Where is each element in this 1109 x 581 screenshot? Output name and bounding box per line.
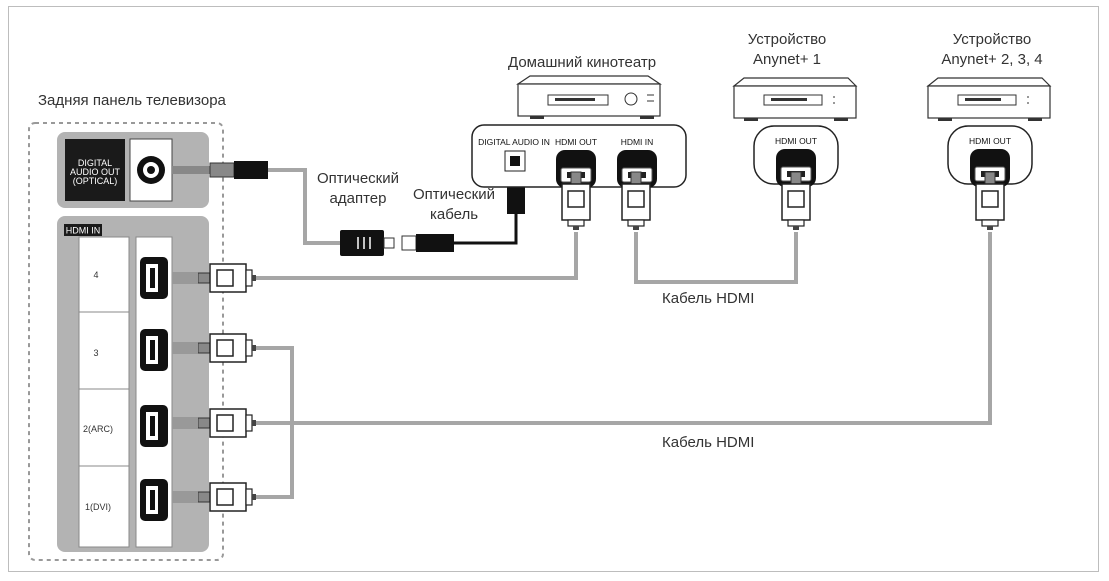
hdmi-port-4-label: 4 xyxy=(93,270,98,280)
optical-port-label-line-1: DIGITAL xyxy=(78,158,112,168)
anynet-1-title: Устройство Anynet+ 1 xyxy=(728,31,846,68)
home-theater-device xyxy=(516,75,662,119)
ht-hdmi-out-label: HDMI OUT xyxy=(555,137,597,147)
anynet-1-device: HDMI OUT xyxy=(732,77,858,188)
optical-cable-label: Оптический кабель xyxy=(404,186,504,223)
tv-hdmi-socket-1 xyxy=(140,479,168,521)
ht-optical-socket-icon xyxy=(510,156,520,166)
optical-port-label-line-2: AUDIO OUT xyxy=(70,167,121,177)
anynet-234-title: Устройство Anynet+ 2, 3, 4 xyxy=(922,31,1062,68)
ht-hdmi-in-label: HDMI IN xyxy=(621,137,654,147)
anynet-1-title-line-1: Устройство xyxy=(747,31,827,48)
hdmi-port-1-label: 1(DVI) xyxy=(85,502,111,512)
home-theater-title: Домашний кинотеатр xyxy=(508,54,657,71)
hdmi-in-header: HDMI IN xyxy=(66,226,101,236)
anynet-234-title-line-2: Anynet+ 2, 3, 4 xyxy=(941,51,1043,68)
optical-port-label-line-3: (OPTICAL) xyxy=(73,176,118,186)
anynet-1-title-line-2: Anynet+ 1 xyxy=(753,51,821,68)
anynet-234-device: HDMI OUT xyxy=(926,77,1052,188)
optical-cable xyxy=(172,161,525,256)
anynet-1-hdmi-out-label: HDMI OUT xyxy=(775,136,817,146)
anynet-234-title-line-1: Устройство xyxy=(952,31,1032,48)
optical-adapter-label: Оптический адаптер xyxy=(306,170,410,207)
tv-rear-panel-title: Задняя панель телевизора xyxy=(38,92,226,109)
optical-adapter xyxy=(340,230,384,256)
tv-hdmi-socket-3 xyxy=(140,329,168,371)
optical-cable-label-line-1: Оптический xyxy=(412,186,496,203)
tv-hdmi-socket-4 xyxy=(140,257,168,299)
hdmi-cable-label-lower: Кабель HDMI xyxy=(662,434,755,451)
optical-cable-label-line-2: кабель xyxy=(429,206,479,223)
hdmi-cable-label-upper: Кабель HDMI xyxy=(662,290,755,307)
tv-hdmi-socket-2 xyxy=(140,405,168,447)
anynet-234-hdmi-out-label: HDMI OUT xyxy=(969,136,1011,146)
optical-adapter-label-line-1: Оптический xyxy=(316,170,400,187)
hdmi-port-3-label: 3 xyxy=(93,348,98,358)
ht-digital-audio-in-label: DIGITAL AUDIO IN xyxy=(478,137,550,147)
optical-adapter-label-line-2: адаптер xyxy=(329,190,387,207)
hdmi-port-2-label: 2(ARC) xyxy=(83,424,113,434)
hdmi-cables xyxy=(256,232,992,499)
